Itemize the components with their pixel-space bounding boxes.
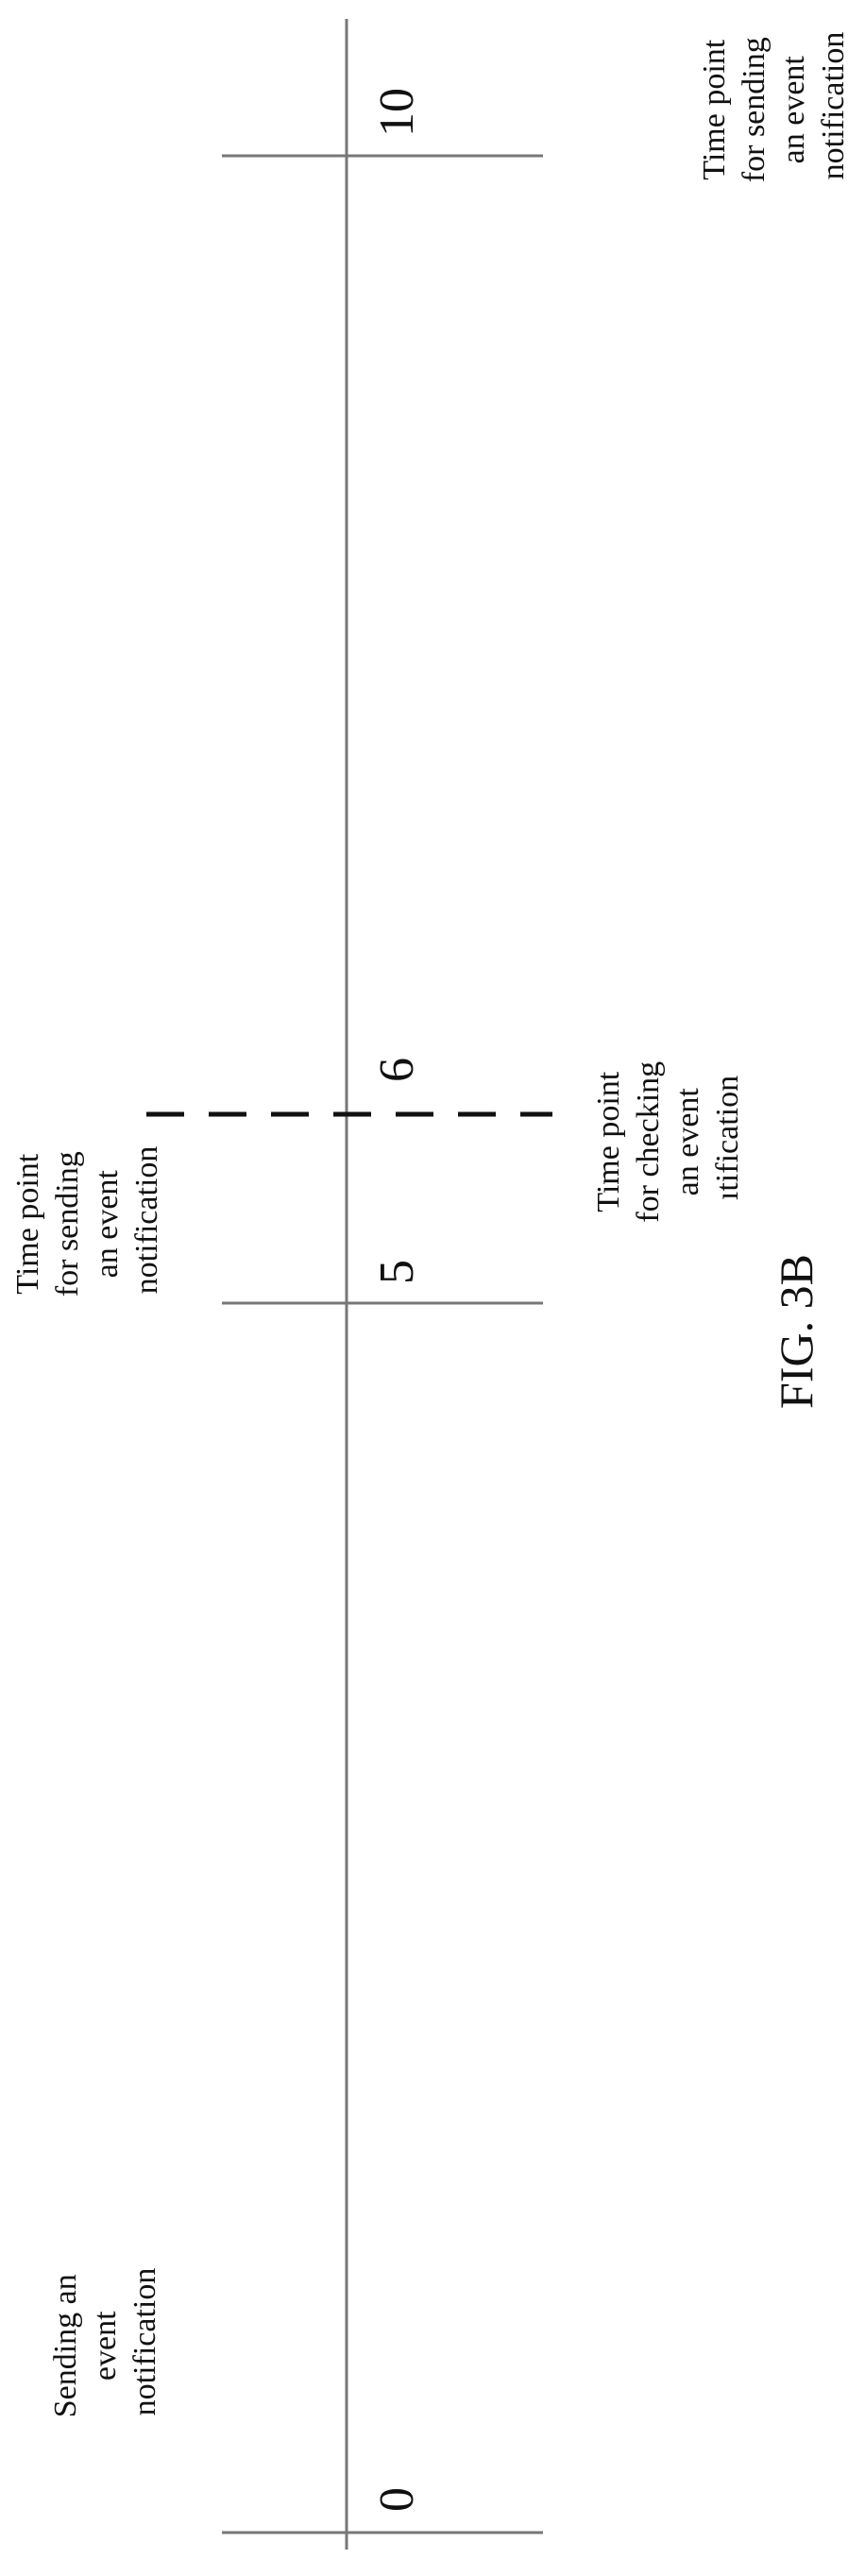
- tick-6-label-line-3: an event: [670, 1088, 705, 1196]
- tick-10-label-line-4: notification: [816, 32, 848, 180]
- svg-text:Time point for sending: Time point for sending an event notifica…: [10, 1144, 164, 1296]
- tick-6-label-line-4: ıtification: [710, 1076, 745, 1200]
- tick-5-label-line-4: notification: [129, 1146, 164, 1295]
- tick-0-value: 0: [370, 2487, 424, 2512]
- tick-5-value: 5: [370, 1260, 424, 1284]
- tick-0-label-line-2: event: [88, 2311, 123, 2381]
- tick-5-annotation: Time point for sending an event notifica…: [10, 1144, 164, 1296]
- svg-text:Time point for sending: Time point for sending an event notifica…: [697, 29, 848, 182]
- tick-5-label-line-3: an event: [90, 1170, 125, 1279]
- tick-6-label-line-1: Time point: [591, 1071, 626, 1212]
- tick-5-label-line-2: for sending: [50, 1151, 85, 1296]
- tick-10-label-line-1: Time point: [697, 39, 732, 180]
- svg-text:Time point for checking: Time point for checking an event ıtifica…: [591, 1053, 745, 1222]
- tick-0-label-line-1: Sending an: [48, 2274, 83, 2417]
- figure-caption: FIG. 3B: [770, 1254, 823, 1409]
- tick-0-label-line-3: notification: [127, 2268, 162, 2416]
- tick-6-annotation: Time point for checking an event ıtifica…: [591, 1053, 745, 1222]
- tick-0-annotation: Sending an event notification: [48, 2266, 162, 2418]
- tick-10-label-line-3: an event: [776, 56, 811, 164]
- tick-10-annotation: Time point for sending an event notifica…: [697, 29, 848, 182]
- tick-10-value: 10: [370, 88, 424, 137]
- tick-6-label-line-2: for checking: [631, 1061, 666, 1223]
- tick-6-value: 6: [370, 1058, 424, 1082]
- tick-5-label-line-1: Time point: [10, 1153, 45, 1295]
- tick-10-label-line-2: for sending: [737, 37, 772, 182]
- svg-text:Sending an event n: Sending an event notification: [48, 2266, 162, 2418]
